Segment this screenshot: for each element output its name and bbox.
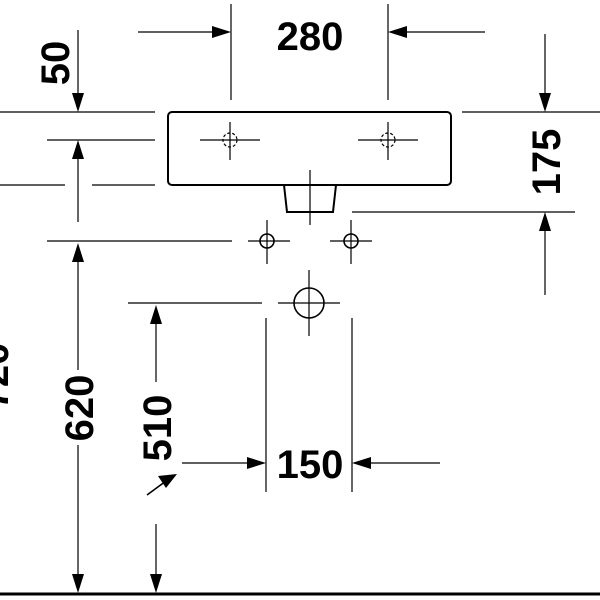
- label-175: 175: [525, 129, 569, 196]
- dimension-510: 510: [136, 305, 180, 593]
- arrow-right-icon: [247, 457, 266, 469]
- arrow-left-icon: [388, 26, 407, 38]
- label-620: 620: [58, 375, 102, 442]
- arrow-down-icon: [539, 93, 551, 112]
- arrow-up-icon: [72, 243, 84, 262]
- arrow-right-icon: [212, 26, 231, 38]
- fixing-hole-right: [330, 220, 372, 264]
- label-510: 510: [136, 395, 180, 462]
- dimension-280: 280: [138, 4, 485, 100]
- tap-hole-right: [358, 122, 418, 160]
- arrow-up-icon: [72, 140, 84, 159]
- arrow-up-icon: [539, 212, 551, 231]
- tap-hole-left: [200, 122, 260, 160]
- arrow-down-icon: [150, 574, 162, 593]
- arrow-down-icon: [72, 93, 84, 112]
- pointer-arrow-icon: [158, 474, 177, 488]
- label-150: 150: [277, 443, 344, 487]
- dimension-50: 50: [34, 30, 84, 222]
- diagonal-pointer-line: [146, 480, 167, 496]
- label-720-cut: 720: [0, 343, 17, 410]
- dimension-150: 150: [182, 318, 440, 492]
- label-50: 50: [34, 41, 78, 86]
- label-280: 280: [277, 15, 344, 59]
- drain-hole: [278, 270, 340, 336]
- arrow-up-icon: [150, 305, 162, 324]
- arrow-left-icon: [352, 457, 371, 469]
- dimension-620: 620: [58, 243, 102, 593]
- dimension-175: 175: [525, 34, 569, 295]
- arrow-down-icon: [72, 574, 84, 593]
- fixing-hole-left: [248, 220, 290, 264]
